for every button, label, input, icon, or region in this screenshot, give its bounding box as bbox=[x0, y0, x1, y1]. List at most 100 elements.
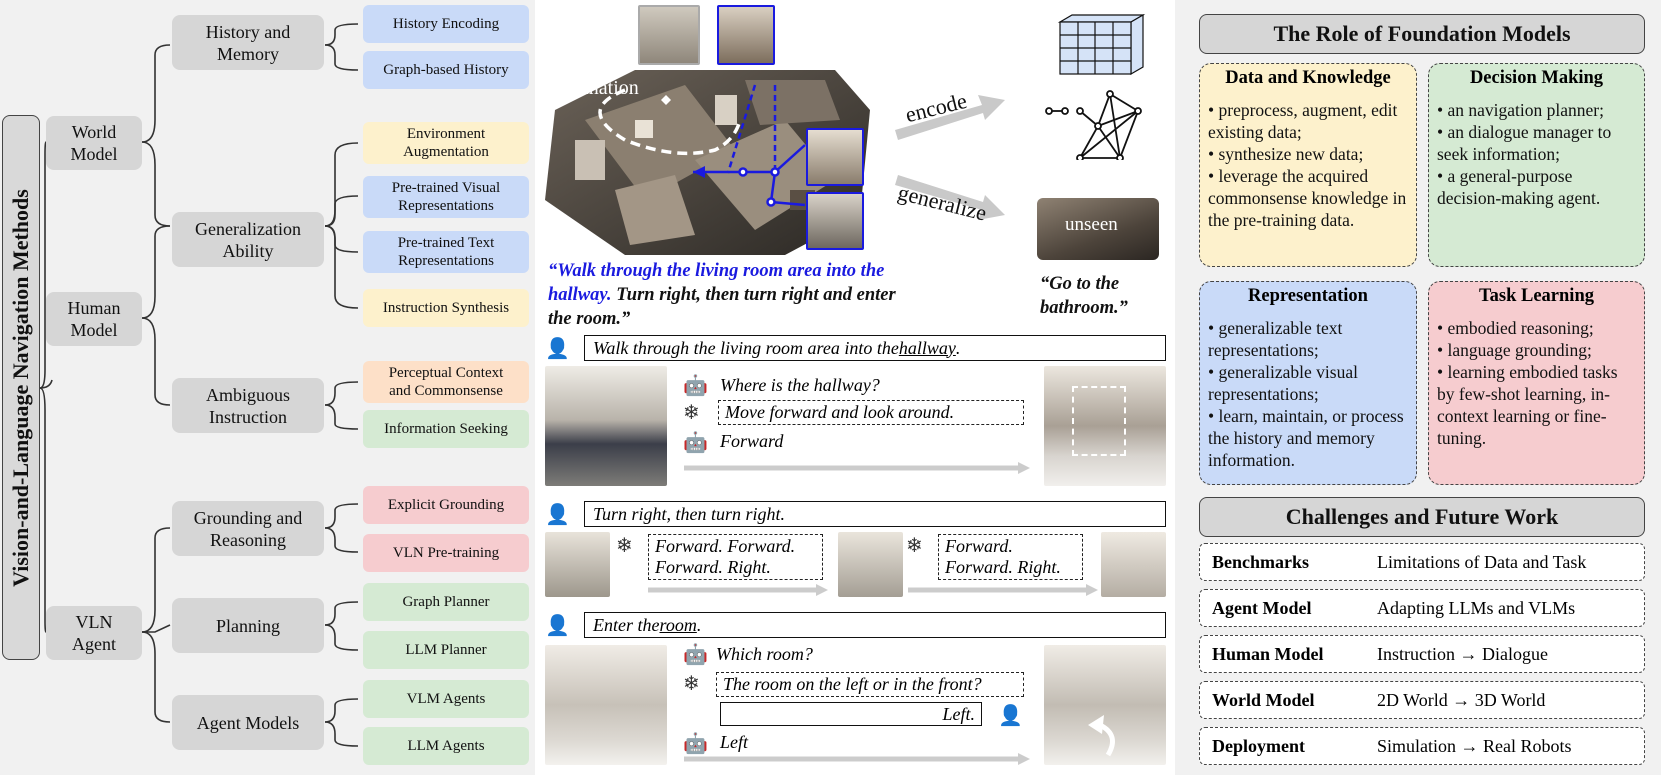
challenge-label: World Model bbox=[1212, 689, 1315, 710]
card-title: Data and Knowledge bbox=[1225, 68, 1391, 88]
human-icon: 👤 bbox=[545, 338, 570, 360]
challenge-desc: Simulation → Real Robots bbox=[1377, 735, 1572, 756]
unseen-label: unseen bbox=[1065, 214, 1118, 235]
human-icon: 👤 bbox=[545, 504, 570, 526]
leaf-vlm-agents: VLM Agents bbox=[363, 680, 529, 718]
role-title: The Role of Foundation Models bbox=[1199, 14, 1645, 54]
robot-icon: 🤖 bbox=[683, 733, 708, 755]
view-corridor-3 bbox=[1101, 532, 1166, 597]
instruction-highlight: “Walk through the living room area into … bbox=[548, 261, 885, 305]
human-utterance-1-text: Walk through the living room area into t… bbox=[593, 337, 899, 358]
human-reply: Left. bbox=[720, 702, 982, 726]
card-body: • an navigation planner; • an dialogue m… bbox=[1437, 100, 1612, 208]
robot-action-3: Left bbox=[720, 732, 749, 752]
challenge-label: Human Model bbox=[1212, 643, 1324, 664]
human-utterance-2: Turn right, then turn right. bbox=[584, 501, 1166, 527]
card-title: Task Learning bbox=[1479, 286, 1594, 306]
gpt-icon: ❄ bbox=[683, 673, 700, 695]
gpt-icon: ❄ bbox=[616, 535, 633, 557]
progress-arrow-2 bbox=[648, 584, 828, 596]
human-utterance-1: Walk through the living room area into t… bbox=[584, 335, 1166, 361]
turn-left-arrow bbox=[1088, 715, 1115, 757]
thumb-view-1 bbox=[717, 5, 775, 65]
card-task-learning: Task Learning • embodied reasoning; • la… bbox=[1428, 281, 1645, 485]
leaf-perceptual-context: Perceptual Context and Commonsense bbox=[363, 361, 529, 403]
thumb-view-3 bbox=[806, 192, 864, 250]
root-label: Vision-and-Language Navigation Methods bbox=[8, 188, 33, 587]
challenge-label: Deployment bbox=[1212, 735, 1305, 756]
leaf-llm-agents: LLM Agents bbox=[363, 727, 529, 765]
human-icon: 👤 bbox=[998, 705, 1023, 727]
challenge-row-agent-model: Agent Model Adapting LLMs and VLMs bbox=[1199, 589, 1645, 627]
human-utterance-1-end: . bbox=[955, 337, 961, 358]
robot-question-1: Where is the hallway? bbox=[720, 375, 880, 395]
sub-grounding-reasoning: Grounding and Reasoning bbox=[172, 501, 324, 556]
category-vln-agent: VLN Agent bbox=[46, 606, 142, 660]
robot-question-3: Which room? bbox=[716, 644, 813, 664]
card-body: • preprocess, augment, edit existing dat… bbox=[1208, 100, 1407, 230]
view-corridor-2 bbox=[838, 532, 903, 597]
robot-icon: 🤖 bbox=[683, 432, 708, 454]
gpt-icon: ❄ bbox=[683, 402, 700, 424]
challenge-row-deployment: Deployment Simulation → Real Robots bbox=[1199, 727, 1645, 765]
leaf-information-seeking: Information Seeking bbox=[363, 410, 529, 448]
category-human-model: Human Model bbox=[46, 292, 142, 346]
robot-icon: 🤖 bbox=[683, 644, 708, 666]
human-utterance-3-text: Enter the bbox=[593, 614, 660, 635]
goal-quote: “Go to the bathroom.” bbox=[1040, 274, 1128, 318]
gpt-icon: ❄ bbox=[906, 535, 923, 557]
challenge-row-world-model: World Model 2D World → 3D World bbox=[1199, 681, 1645, 719]
root-box bbox=[2, 115, 40, 660]
instruction-quote: “Walk through the living room area into … bbox=[548, 259, 908, 331]
leaf-graph-planner: Graph Planner bbox=[363, 583, 529, 621]
leaf-graph-based-history: Graph-based History bbox=[363, 51, 529, 89]
thumb-view-2 bbox=[806, 128, 864, 186]
category-world-model: World Model bbox=[46, 116, 142, 170]
challenge-label: Benchmarks bbox=[1212, 551, 1310, 572]
view-living-room bbox=[545, 366, 667, 486]
gpt-answer-1: Move forward and look around. bbox=[718, 400, 1024, 425]
challenge-row-human-model: Human Model Instruction → Dialogue bbox=[1199, 635, 1645, 673]
progress-arrow-4 bbox=[684, 753, 1030, 765]
leaf-vln-pretraining: VLN Pre-training bbox=[363, 534, 529, 572]
view-room-left bbox=[1044, 645, 1166, 765]
view-room-choice bbox=[545, 645, 667, 765]
destination-label: destination bbox=[551, 77, 639, 99]
challenge-row-benchmarks: Benchmarks Limitations of Data and Task bbox=[1199, 543, 1645, 581]
sub-ambiguous-instruction: Ambiguous Instruction bbox=[172, 378, 324, 433]
leaf-history-encoding: History Encoding bbox=[363, 5, 529, 43]
sub-history-memory: History and Memory bbox=[172, 15, 324, 70]
view-corridor-1 bbox=[545, 532, 610, 597]
challenge-desc: 2D World → 3D World bbox=[1377, 689, 1546, 710]
challenge-desc: Adapting LLMs and VLMs bbox=[1377, 597, 1576, 618]
progress-arrow-3 bbox=[908, 584, 1098, 596]
human-utterance-3-underlined: room bbox=[659, 614, 697, 635]
challenge-desc: Instruction → Dialogue bbox=[1377, 643, 1548, 664]
taxonomy-connectors bbox=[39, 23, 359, 747]
encoded-representations bbox=[1045, 13, 1146, 160]
gpt-answer-4: The room on the left or in the front? bbox=[716, 672, 1024, 697]
instruction-rest: Turn right, then turn right and enter th… bbox=[548, 285, 896, 329]
sub-planning: Planning bbox=[172, 598, 324, 653]
unseen-house bbox=[1037, 198, 1159, 260]
challenges-title: Challenges and Future Work bbox=[1199, 497, 1645, 537]
human-icon: 👤 bbox=[545, 615, 570, 637]
card-title: Decision Making bbox=[1469, 68, 1604, 88]
human-utterance-1-underlined: hallway bbox=[898, 337, 956, 358]
leaf-llm-planner: LLM Planner bbox=[363, 631, 529, 669]
robot-action-1: Forward bbox=[720, 431, 784, 451]
card-decision-making: Decision Making • an navigation planner;… bbox=[1428, 63, 1645, 267]
hallway-region bbox=[1072, 386, 1126, 456]
root-label-wrap: Vision-and-Language Navigation Methods bbox=[2, 115, 40, 660]
leaf-instruction-synthesis: Instruction Synthesis bbox=[363, 289, 529, 327]
card-data-knowledge: Data and Knowledge • preprocess, augment… bbox=[1199, 63, 1417, 267]
challenge-label: Agent Model bbox=[1212, 597, 1312, 618]
progress-arrow-1 bbox=[684, 462, 1030, 474]
house-render: destination bbox=[545, 70, 870, 255]
gpt-answer-3: Forward. Forward. Right. bbox=[938, 534, 1083, 580]
leaf-explicit-grounding: Explicit Grounding bbox=[363, 486, 529, 524]
sub-generalization-ability: Generalization Ability bbox=[172, 212, 324, 267]
leaf-pretrained-text: Pre-trained Text Representations bbox=[363, 231, 529, 273]
challenge-desc: Limitations of Data and Task bbox=[1377, 551, 1587, 572]
thumb-destination bbox=[638, 5, 700, 65]
